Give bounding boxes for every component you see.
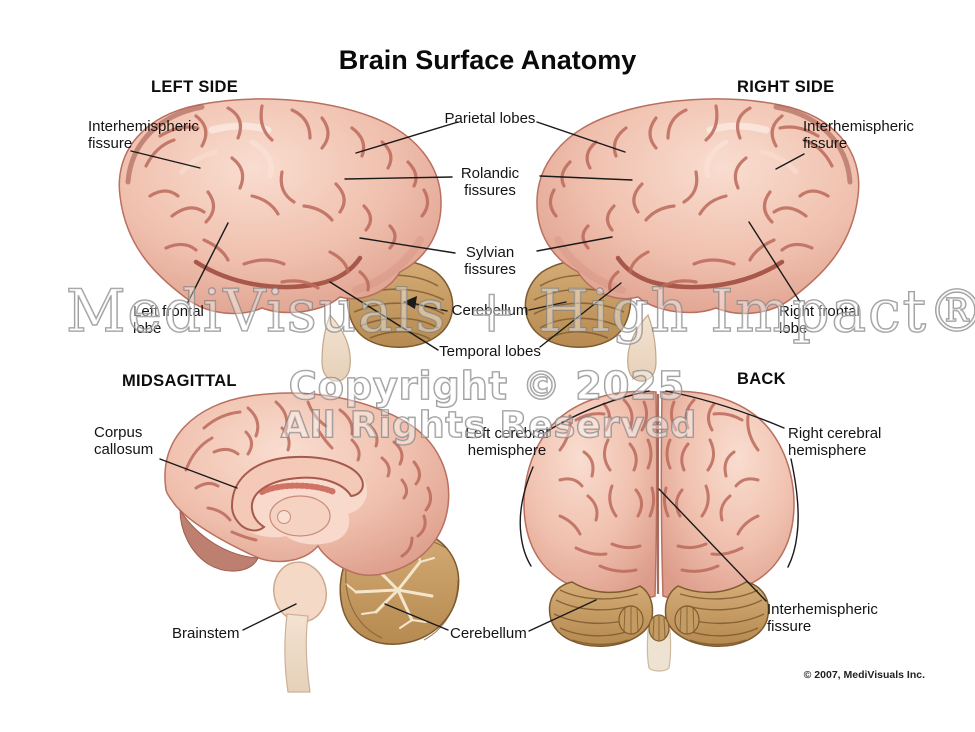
- label-cerebellum-top: Cerebellum: [451, 302, 529, 319]
- heading-back: BACK: [737, 370, 786, 388]
- label-corpus-callosum: Corpus callosum: [94, 424, 154, 458]
- label-rolandic-fissures: Rolandic fissures: [460, 165, 520, 199]
- cerebellum-arrowhead: [403, 296, 417, 309]
- heading-midsagittal: MIDSAGITTAL: [122, 372, 237, 390]
- label-right-frontal-lobe: Right frontal lobe: [779, 303, 860, 337]
- heading-left-side: LEFT SIDE: [151, 78, 239, 96]
- heading-right-side: RIGHT SIDE: [737, 78, 835, 96]
- label-sylvian-fissures: Sylvian fissures: [464, 244, 516, 278]
- label-right-cerebral-hemisphere: Right cerebral hemisphere: [788, 425, 882, 459]
- midsagittal-brain-illustration: [164, 392, 460, 693]
- copyright-notice: © 2007, MediVisuals Inc.: [803, 669, 925, 681]
- label-brainstem: Brainstem: [172, 625, 240, 642]
- label-left-frontal-lobe: Left frontal lobe: [133, 303, 204, 337]
- label-interhemispheric-fissure-left: Interhemispheric fissure: [88, 118, 199, 152]
- label-interhemispheric-fissure-right: Interhemispheric fissure: [803, 118, 914, 152]
- leader-lines: [130, 121, 805, 632]
- label-cerebellum-bottom: Cerebellum: [450, 625, 527, 642]
- back-brain-illustration: [522, 389, 796, 672]
- label-left-cerebral-hemisphere: Left cerebral hemisphere: [465, 425, 549, 459]
- label-interhemispheric-fissure-back: Interhemispheric fissure: [767, 601, 878, 635]
- label-temporal-lobes: Temporal lobes: [439, 343, 541, 360]
- label-parietal-lobes: Parietal lobes: [444, 110, 536, 127]
- page-title: Brain Surface Anatomy: [338, 45, 637, 75]
